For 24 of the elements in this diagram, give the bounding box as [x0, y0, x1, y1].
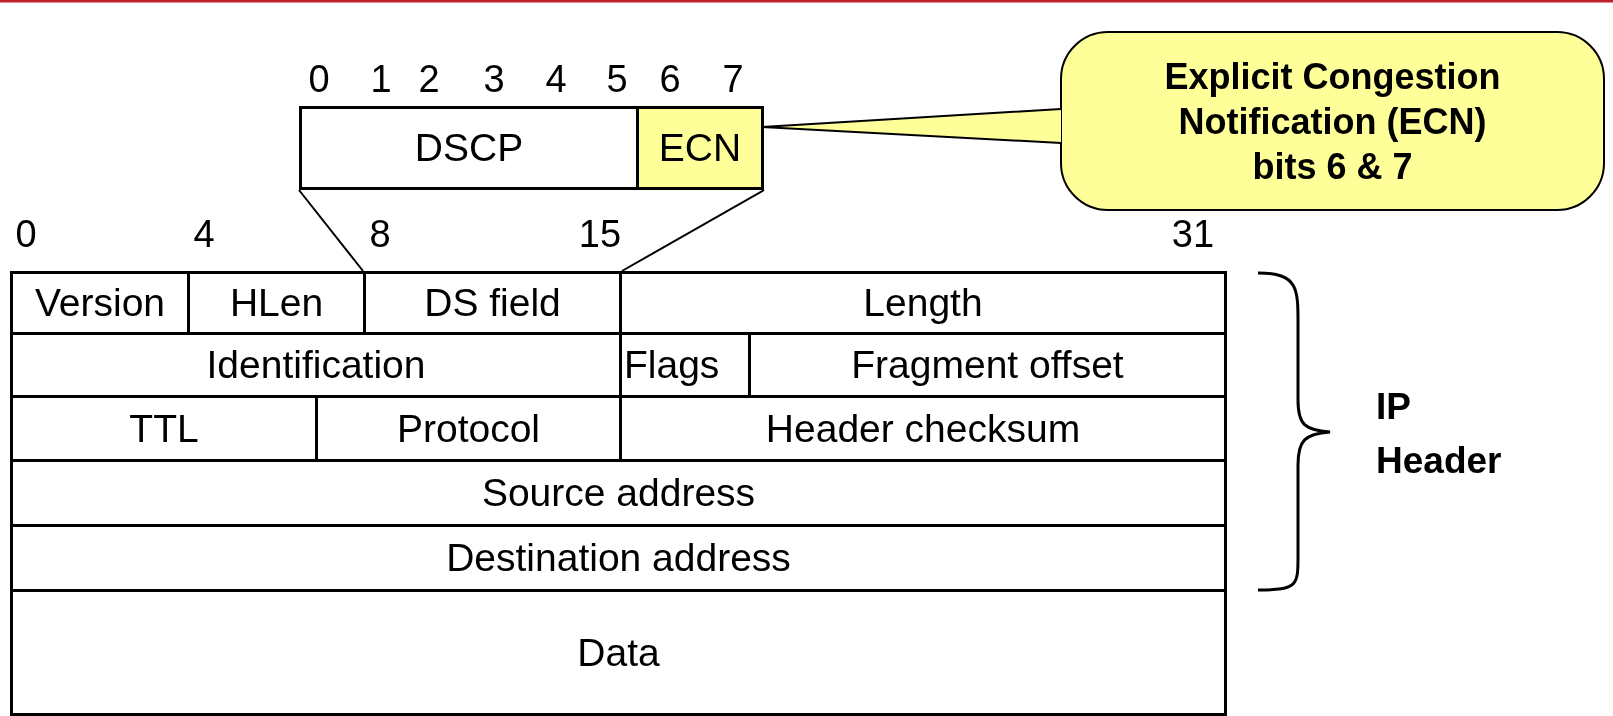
expansion-line [621, 189, 765, 272]
ecn-field: ECN [636, 106, 764, 190]
bit-number: 1 [370, 58, 392, 101]
bit-number: 5 [606, 58, 628, 101]
bit-number: 3 [483, 58, 505, 101]
bit-number: 0 [308, 58, 330, 101]
brace-label: IP Header [1376, 385, 1503, 483]
header-field: Destination address [10, 524, 1227, 592]
expansion-line [298, 189, 364, 272]
header-field: Data [10, 589, 1227, 716]
bit-number: 2 [418, 58, 440, 101]
callout-bubble: Explicit Congestion Notification (ECN) bits 6 & 7 [1060, 31, 1605, 211]
bit-number: 15 [578, 213, 622, 256]
bit-number: 7 [722, 58, 744, 101]
bit-number: 31 [1171, 213, 1215, 256]
bit-number: 4 [545, 58, 567, 101]
bit-number: 0 [15, 213, 37, 256]
bit-number: 6 [659, 58, 681, 101]
header-field: DSCP [299, 106, 639, 190]
header-field: Version [10, 271, 190, 335]
bit-number: 4 [193, 213, 215, 256]
header-field: Length [619, 271, 1227, 335]
header-field: Source address [10, 459, 1227, 527]
bit-number: 8 [369, 213, 391, 256]
